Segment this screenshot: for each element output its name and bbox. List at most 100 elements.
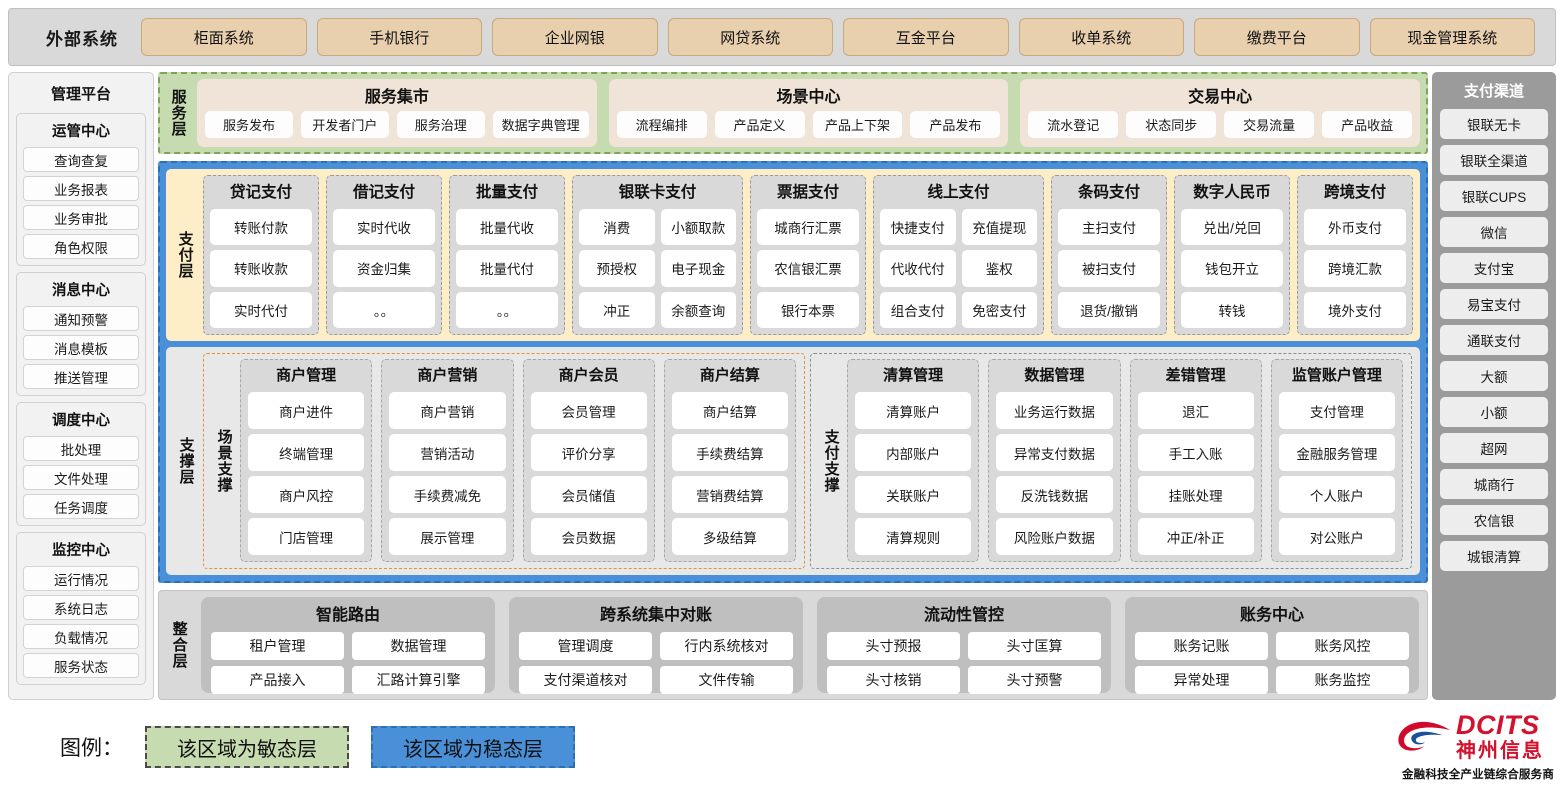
service-pill[interactable]: 状态同步 <box>1126 111 1217 138</box>
support-cell[interactable]: 商户进件 <box>248 392 365 429</box>
payment-cell[interactable]: 被扫支付 <box>1057 250 1160 287</box>
payment-channel-item[interactable]: 银联无卡 <box>1440 109 1548 139</box>
integration-cell[interactable]: 租户管理 <box>211 632 344 660</box>
sidebar-item[interactable]: 任务调度 <box>23 494 139 519</box>
payment-cell[interactable]: 外币支付 <box>1304 209 1407 246</box>
payment-cell[interactable]: 余额查询 <box>660 291 737 328</box>
integration-cell[interactable]: 账务监控 <box>1276 666 1409 694</box>
support-cell[interactable]: 业务运行数据 <box>996 392 1113 429</box>
support-cell[interactable]: 清算规则 <box>855 518 972 555</box>
integration-cell[interactable]: 行内系统核对 <box>660 632 793 660</box>
payment-channel-item[interactable]: 银联CUPS <box>1440 181 1548 211</box>
payment-cell[interactable]: 转账付款 <box>210 209 313 246</box>
service-pill[interactable]: 数据字典管理 <box>492 111 589 138</box>
payment-cell[interactable]: 银行本票 <box>757 291 860 328</box>
payment-cell[interactable]: 境外支付 <box>1304 291 1407 328</box>
sidebar-item[interactable]: 角色权限 <box>23 234 139 259</box>
support-cell[interactable]: 支付管理 <box>1278 392 1395 429</box>
support-cell[interactable]: 手续费结算 <box>671 434 788 471</box>
sidebar-item[interactable]: 服务状态 <box>23 653 139 678</box>
integration-cell[interactable]: 账务记账 <box>1135 632 1268 660</box>
external-system-item[interactable]: 互金平台 <box>843 18 1009 56</box>
integration-cell[interactable]: 头寸预报 <box>827 632 960 660</box>
payment-cell[interactable]: 主扫支付 <box>1057 209 1160 246</box>
service-pill[interactable]: 产品收益 <box>1322 111 1413 138</box>
payment-cell[interactable]: 城商行汇票 <box>757 209 860 246</box>
integration-cell[interactable]: 数据管理 <box>352 632 485 660</box>
sidebar-item[interactable]: 负载情况 <box>23 624 139 649</box>
sidebar-item[interactable]: 业务审批 <box>23 205 139 230</box>
payment-cell[interactable]: 。。 <box>456 291 559 328</box>
payment-cell[interactable]: 冲正 <box>579 291 655 328</box>
support-cell[interactable]: 会员数据 <box>530 518 647 555</box>
payment-cell[interactable]: 消费 <box>579 209 655 246</box>
payment-cell[interactable]: 转账收款 <box>210 250 313 287</box>
integration-cell[interactable]: 头寸核销 <box>827 666 960 694</box>
service-pill[interactable]: 服务治理 <box>396 111 485 138</box>
payment-cell[interactable]: 实时代收 <box>333 209 436 246</box>
support-cell[interactable]: 内部账户 <box>855 434 972 471</box>
support-cell[interactable]: 展示管理 <box>389 518 506 555</box>
support-cell[interactable]: 挂账处理 <box>1137 476 1254 513</box>
sidebar-item[interactable]: 批处理 <box>23 436 139 461</box>
service-pill[interactable]: 交易流量 <box>1224 111 1315 138</box>
support-cell[interactable]: 金融服务管理 <box>1278 434 1395 471</box>
payment-cell[interactable]: 快捷支付 <box>880 209 956 246</box>
payment-cell[interactable]: 农信银汇票 <box>757 250 860 287</box>
integration-cell[interactable]: 支付渠道核对 <box>519 666 652 694</box>
support-cell[interactable]: 营销费结算 <box>671 476 788 513</box>
external-system-item[interactable]: 现金管理系统 <box>1369 18 1535 56</box>
payment-cell[interactable]: 资金归集 <box>333 250 436 287</box>
support-cell[interactable]: 商户结算 <box>671 392 788 429</box>
service-pill[interactable]: 流程编排 <box>616 111 707 138</box>
support-cell[interactable]: 商户风控 <box>248 476 365 513</box>
integration-cell[interactable]: 产品接入 <box>211 666 344 694</box>
payment-cell[interactable]: 预授权 <box>579 250 655 287</box>
payment-channel-item[interactable]: 通联支付 <box>1440 325 1548 355</box>
payment-cell[interactable]: 组合支付 <box>880 291 956 328</box>
integration-cell[interactable]: 管理调度 <box>519 632 652 660</box>
payment-cell[interactable]: 免密支付 <box>961 291 1037 328</box>
payment-channel-item[interactable]: 超网 <box>1440 433 1548 463</box>
external-system-item[interactable]: 柜面系统 <box>141 18 307 56</box>
service-pill[interactable]: 流水登记 <box>1028 111 1119 138</box>
payment-cell[interactable]: 小额取款 <box>660 209 737 246</box>
payment-cell[interactable]: 实时代付 <box>210 291 313 328</box>
integration-cell[interactable]: 头寸预警 <box>968 666 1101 694</box>
service-pill[interactable]: 开发者门户 <box>300 111 389 138</box>
external-system-item[interactable]: 缴费平台 <box>1194 18 1360 56</box>
payment-cell[interactable]: 充值提现 <box>961 209 1037 246</box>
payment-cell[interactable]: 跨境汇款 <box>1304 250 1407 287</box>
payment-channel-item[interactable]: 微信 <box>1440 217 1548 247</box>
integration-cell[interactable]: 文件传输 <box>660 666 793 694</box>
external-system-item[interactable]: 企业网银 <box>492 18 658 56</box>
sidebar-item[interactable]: 消息模板 <box>23 335 139 360</box>
service-pill[interactable]: 产品定义 <box>714 111 805 138</box>
payment-cell[interactable]: 代收代付 <box>880 250 956 287</box>
support-cell[interactable]: 冲正/补正 <box>1137 518 1254 555</box>
integration-cell[interactable]: 异常处理 <box>1135 666 1268 694</box>
service-pill[interactable]: 服务发布 <box>205 111 293 138</box>
integration-cell[interactable]: 头寸匡算 <box>968 632 1101 660</box>
payment-cell[interactable]: 。。 <box>333 291 436 328</box>
payment-cell[interactable]: 鉴权 <box>961 250 1037 287</box>
support-cell[interactable]: 营销活动 <box>389 434 506 471</box>
external-system-item[interactable]: 网贷系统 <box>667 18 833 56</box>
payment-cell[interactable]: 钱包开立 <box>1180 250 1283 287</box>
support-cell[interactable]: 终端管理 <box>248 434 365 471</box>
sidebar-item[interactable]: 通知预警 <box>23 306 139 331</box>
support-cell[interactable]: 风险账户数据 <box>996 518 1113 555</box>
integration-cell[interactable]: 账务风控 <box>1276 632 1409 660</box>
integration-cell[interactable]: 汇路计算引擎 <box>352 666 485 694</box>
sidebar-item[interactable]: 系统日志 <box>23 595 139 620</box>
payment-cell[interactable]: 退货/撤销 <box>1057 291 1160 328</box>
sidebar-item[interactable]: 业务报表 <box>23 176 139 201</box>
payment-cell[interactable]: 电子现金 <box>660 250 737 287</box>
support-cell[interactable]: 手工入账 <box>1137 434 1254 471</box>
service-pill[interactable]: 产品上下架 <box>812 111 903 138</box>
sidebar-item[interactable]: 推送管理 <box>23 364 139 389</box>
payment-cell[interactable]: 转钱 <box>1180 291 1283 328</box>
external-system-item[interactable]: 收单系统 <box>1018 18 1184 56</box>
payment-cell[interactable]: 兑出/兑回 <box>1180 209 1283 246</box>
payment-channel-item[interactable]: 小额 <box>1440 397 1548 427</box>
